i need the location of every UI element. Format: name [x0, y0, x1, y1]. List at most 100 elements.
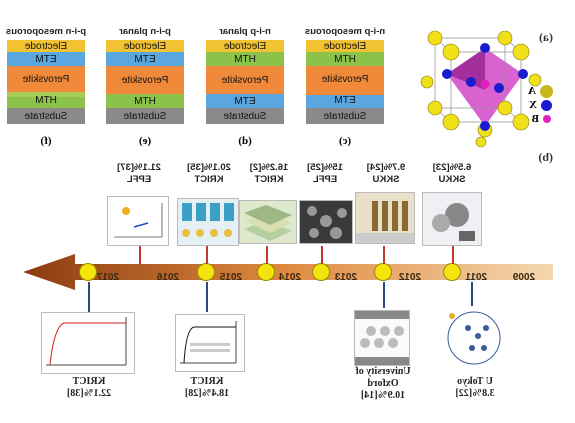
legend-a-label: A [528, 85, 536, 97]
connector-top-4 [266, 246, 268, 264]
connector-bottom-2 [383, 282, 385, 308]
panel-d-htm-layer: HTM [206, 52, 284, 66]
event-top-2-efficiency: 9.7%[24] [366, 162, 406, 173]
panel-c-perovskite-layer: Perovskite [306, 66, 384, 92]
thumbnail-oxford [354, 310, 410, 366]
event-bottom-4: KRICT 22.1%[38] [57, 376, 121, 400]
event-bottom-2: University of Oxford 10.9%[14] [349, 366, 417, 402]
perovskite-crystal-structure [420, 30, 542, 148]
thumbnail-krict-2014 [239, 200, 297, 244]
timeline-dot-2011 [443, 263, 461, 281]
panel-c-electrode-layer: Electrode [306, 40, 384, 52]
timeline-dot-2015 [197, 263, 215, 281]
year-2013: 2013 [334, 272, 357, 283]
event-top-5-institution: KRICT [194, 174, 224, 185]
event-top-1-institution: SKKU [438, 174, 466, 185]
event-top-4-institution: KRICT [254, 174, 284, 185]
year-2017: 2017 [96, 272, 119, 283]
panel-c-etm-layer: ETM [306, 92, 384, 108]
event-top-6: 21.1%[37] EPFL [111, 162, 167, 186]
event-top-3-efficiency: 15%[25] [307, 162, 343, 173]
event-bottom-2-institution: University of [355, 366, 411, 377]
panel-d-electrode-layer: Electrode [206, 40, 284, 52]
event-bottom-4-efficiency: 22.1%[38] [66, 388, 112, 399]
panel-f-title: p-i-n mesoporous [5, 26, 87, 37]
panel-d-letter: (d) [238, 135, 252, 147]
crystal-legend: A X B [528, 84, 553, 126]
panel-f-substrate-layer: Substrate [7, 108, 85, 124]
panel-c-stack: Electrode HTM Perovskite ETM Substrate [306, 40, 384, 124]
panel-d-substrate-layer: Substrate [206, 108, 284, 124]
panel-f-electrode-layer: Electrode [7, 40, 85, 52]
panel-e-substrate-layer: Substrate [106, 108, 184, 124]
panel-e-letter: (e) [138, 135, 152, 147]
event-top-2: 9.7%[24] SKKU [362, 162, 410, 186]
event-top-4: 16.2%[2] KRICT [243, 162, 295, 186]
legend-b-swatch [543, 115, 551, 123]
event-top-3-institution: EPFL [312, 174, 338, 185]
connector-top-3 [321, 246, 323, 264]
panel-d-stack: Electrode HTM Perovskite ETM Substrate [206, 40, 284, 124]
legend-x-swatch [541, 99, 552, 111]
timeline-dot-2013 [312, 263, 330, 281]
event-top-4-efficiency: 16.2%[2] [249, 162, 289, 173]
year-2012: 2012 [398, 272, 421, 283]
panel-d-etm-layer: ETM [206, 94, 284, 108]
panel-c-letter: (c) [338, 135, 352, 147]
panel-f-etm-layer: ETM [7, 52, 85, 66]
panel-e-etm-layer: ETM [106, 52, 184, 66]
event-top-5-efficiency: 20.1%[35] [187, 162, 231, 173]
timeline-dot-2012 [374, 263, 392, 281]
connector-top-6 [139, 246, 141, 264]
panel-e-htm-layer: HTM [106, 94, 184, 108]
event-top-1: 6.5%[23] SKKU [428, 162, 476, 186]
thumbnail-krict-jv-2017 [41, 312, 135, 374]
panel-e-electrode-layer: Electrode [106, 40, 184, 52]
panel-e-perovskite-layer: Perovskite [106, 66, 184, 94]
thumbnail-epfl-2016 [107, 196, 169, 246]
panel-d-title: n-i-p planar [219, 26, 271, 37]
panel-e-stack: Electrode ETM Perovskite HTM Substrate [106, 40, 184, 124]
panel-f-perovskite-layer: Perovskite [7, 66, 85, 92]
event-bottom-2-institution-cont: Oxford [367, 378, 399, 389]
event-bottom-1: U Tokyo 3.8%[22] [445, 376, 505, 400]
event-top-1-efficiency: 6.5%[23] [432, 162, 472, 173]
panel-c-htm-layer: HTM [306, 52, 384, 66]
connector-bottom-3 [206, 282, 208, 312]
legend-a-swatch [540, 84, 553, 98]
thumbnail-u-tokyo [440, 306, 518, 372]
event-bottom-1-efficiency: 3.8%[22] [455, 388, 495, 399]
year-2016: 2016 [156, 272, 179, 283]
year-2011: 2011 [465, 272, 487, 283]
thumbnail-krict-2015 [177, 198, 239, 246]
thumbnail-skku-2012 [355, 192, 415, 244]
legend-x-label: X [529, 99, 537, 111]
connector-top-1 [452, 246, 454, 264]
year-2009: 2009 [512, 272, 535, 283]
panel-d-perovskite-layer: Perovskite [206, 66, 284, 94]
event-bottom-3-efficiency: 18.4%[28] [184, 388, 230, 399]
legend-b-label: B [531, 113, 539, 125]
timeline-dot-2014 [257, 263, 275, 281]
event-top-6-efficiency: 21.1%[37] [117, 162, 161, 173]
event-bottom-1-institution: U Tokyo [457, 376, 493, 387]
panel-c-substrate-layer: Substrate [306, 108, 384, 124]
event-bottom-2-efficiency: 10.9%[14] [360, 390, 406, 401]
event-bottom-3: KRICT 18.4%[28] [177, 376, 237, 400]
event-bottom-4-institution: KRICT [72, 376, 106, 387]
year-2015: 2015 [219, 272, 242, 283]
panel-f-stack: Electrode ETM Perovskite HTM Substrate [7, 40, 85, 124]
thumbnail-krict-jv-2015 [175, 314, 245, 372]
panel-f-letter: (f) [40, 135, 52, 147]
panel-e-title: p-i-n planar [119, 26, 171, 37]
thumbnail-epfl-2013 [299, 200, 353, 244]
connector-bottom-1 [471, 282, 473, 306]
connector-top-5 [206, 246, 208, 264]
thumbnail-skku-2011 [422, 192, 482, 246]
connector-bottom-4 [88, 282, 90, 312]
event-top-6-institution: EPFL [126, 174, 152, 185]
panel-b-label: (b) [538, 150, 553, 164]
event-bottom-3-institution: KRICT [190, 376, 224, 387]
timeline-dot-2017 [79, 263, 97, 281]
